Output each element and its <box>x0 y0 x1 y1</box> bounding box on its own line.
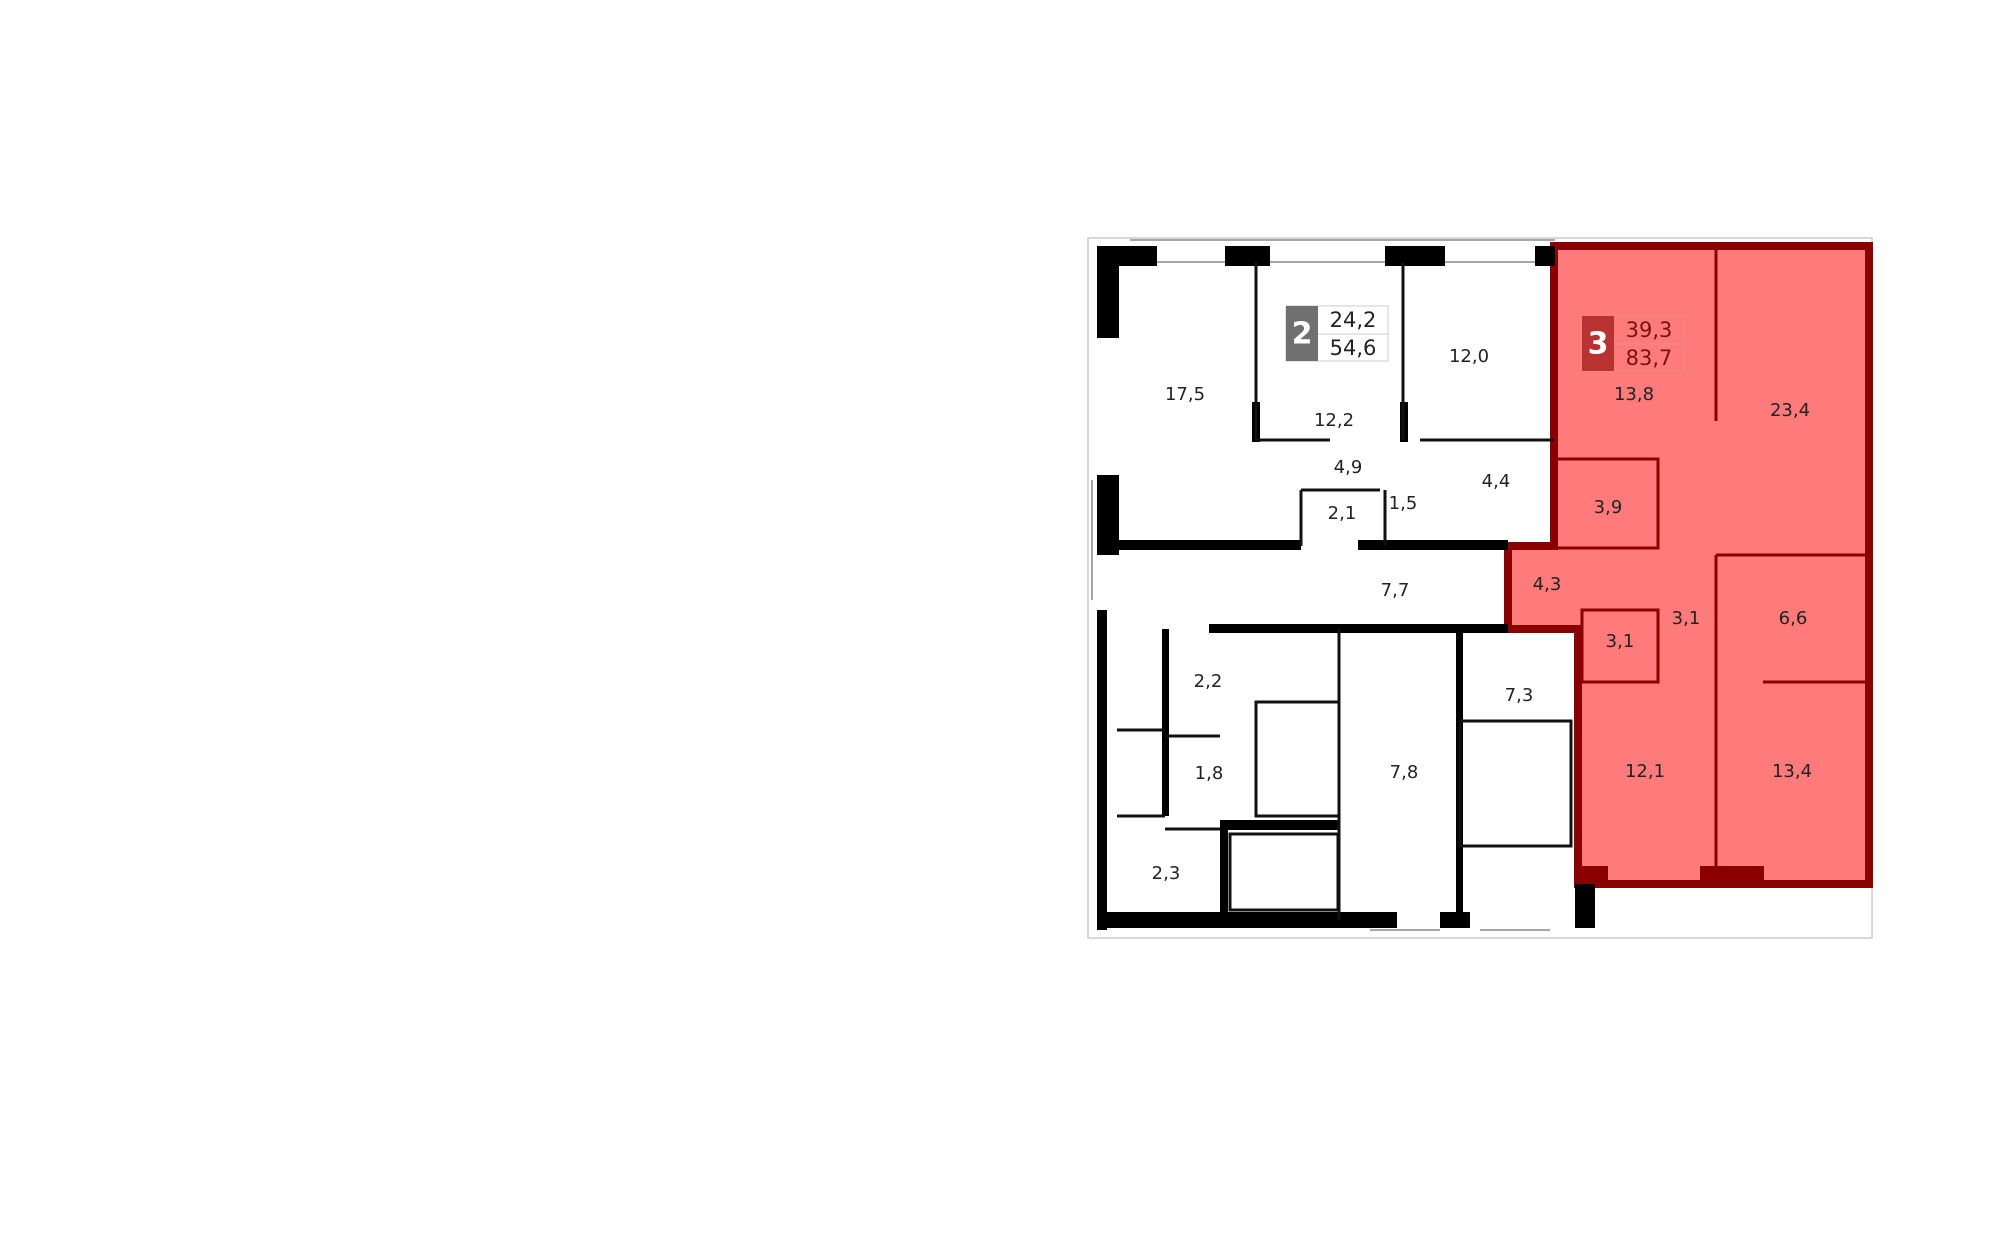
apartment-3-rooms: 3 <box>1588 327 1609 362</box>
room-area: 4,9 <box>1334 457 1363 478</box>
room-area: 1,8 <box>1195 763 1224 784</box>
apartment-3-partitions <box>1552 246 1869 884</box>
apartment-2-rooms: 2 <box>1292 317 1313 352</box>
apartment-3-total-area: 83,7 <box>1626 346 1673 370</box>
room-area: 13,4 <box>1772 761 1812 782</box>
room-area: 1,5 <box>1389 493 1418 514</box>
apartment-2-badge[interactable]: 2 24,2 54,6 <box>1285 305 1389 362</box>
apartment-3-walls <box>1578 866 1608 884</box>
room-area: 6,6 <box>1779 608 1808 629</box>
partitions <box>1117 262 1573 920</box>
room-area: 3,9 <box>1594 497 1623 518</box>
room-area: 7,3 <box>1505 685 1534 706</box>
room-area: 23,4 <box>1770 400 1810 421</box>
room-area: 12,0 <box>1449 346 1489 367</box>
room-area: 13,8 <box>1614 384 1654 405</box>
room-area: 17,5 <box>1165 384 1205 405</box>
apartment-2-total-area: 54,6 <box>1330 336 1377 360</box>
room-area: 4,3 <box>1533 574 1562 595</box>
apartment-3-badge[interactable]: 3 39,3 83,7 <box>1581 315 1685 372</box>
room-area: 3,1 <box>1606 631 1635 652</box>
apartment-3-highlight[interactable] <box>1504 242 1873 888</box>
apartment-2-living-area: 24,2 <box>1330 308 1377 332</box>
apartment-3-living-area: 39,3 <box>1626 318 1673 342</box>
room-area: 4,4 <box>1482 471 1511 492</box>
room-area: 2,3 <box>1152 863 1181 884</box>
room-area: 2,1 <box>1328 503 1357 524</box>
room-area: 12,1 <box>1625 761 1665 782</box>
apartment-3-walls <box>1700 866 1764 884</box>
room-area: 12,2 <box>1314 410 1354 431</box>
room-area: 2,2 <box>1194 671 1223 692</box>
room-area: 7,7 <box>1381 580 1410 601</box>
room-area: 7,8 <box>1390 762 1419 783</box>
room-area: 3,1 <box>1672 608 1701 629</box>
room-labels: 17,5 12,2 12,0 4,9 4,4 1,5 2,1 7,7 2,2 1… <box>1152 346 1812 884</box>
windows <box>1091 239 1555 931</box>
